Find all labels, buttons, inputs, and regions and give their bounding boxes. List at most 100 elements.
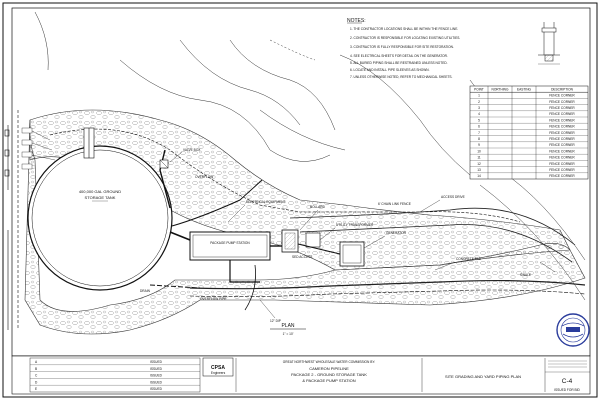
pump-station-label: PACKAGE PUMP STATION: [210, 241, 250, 245]
firm-logo-sub: Engineers: [211, 371, 226, 375]
tank-label-line1: 400,000 GAL GROUND: [79, 189, 121, 194]
commission-line: GREAT NORTHWEST WHOLESALE WATER COMMISSI…: [283, 360, 376, 364]
sheet-title: SITE GRADING AND YARD PIPING PLAN: [445, 374, 521, 379]
left-callout-stack: [21, 127, 56, 170]
engineer-seal: [556, 313, 590, 347]
coord-table-cell: FENCE CORNER: [549, 94, 575, 98]
revision-cell: ISSUED: [150, 387, 163, 391]
note-3: 3. CONTRACTOR IS FULLY RESPONSIBLE FOR S…: [350, 45, 454, 49]
coord-table-cell: FENCE CORNER: [549, 174, 575, 178]
plan-label: PLAN 1" = 10': [270, 323, 306, 336]
callout-generator: GENERATOR: [386, 231, 407, 235]
project-line-3: & PACKAGE PUMP STATION: [302, 378, 355, 383]
coord-table-cell: 11: [477, 156, 481, 160]
revision-cell: ISSUED: [150, 374, 163, 378]
outer-border: [2, 2, 598, 398]
coord-table-cell: 12: [477, 162, 481, 166]
note-6: 6. LOCATE AND INSTALL PIPE SLEEVES AS SH…: [350, 68, 430, 72]
coord-table-cell: FENCE CORNER: [549, 112, 575, 116]
note-2: 2. CONTRACTOR IS RESPONSIBLE FOR LOCATIN…: [350, 36, 460, 40]
coord-table-cell: FENCE CORNER: [549, 162, 575, 166]
coord-table-cell: FENCE CORNER: [549, 106, 575, 110]
revision-cell: A: [35, 360, 38, 364]
coord-table-cell: FENCE CORNER: [549, 131, 575, 135]
note-5: 5. ALL BURIED PIPING SHALL BE RESTRAINED…: [350, 61, 448, 65]
plan-title: PLAN: [281, 323, 294, 329]
package-pump-station: PACKAGE PUMP STATION: [189, 231, 271, 261]
ground-storage-tank: 400,000 GAL GROUND STORAGE TANK: [27, 145, 173, 291]
coord-table-cell: 3: [478, 106, 480, 110]
revision-cell: ISSUED: [150, 360, 163, 364]
callout-sed-access: SED ACCESS: [292, 255, 312, 259]
coord-table-cell: 10: [477, 149, 481, 153]
coord-table-cell: FENCE CORNER: [549, 156, 575, 160]
coord-table-cell: 13: [477, 168, 481, 172]
callout-utility-transformer: UTILITY TRANSFORMER: [336, 223, 374, 227]
coord-table-cell: 14: [477, 174, 481, 178]
coord-table-cell: FENCE CORNER: [549, 149, 575, 153]
coord-table-header: DESCRIPTION: [551, 87, 573, 91]
note-1: 1. THE CONTRACTOR LOCATIONS SHALL BE WIT…: [350, 27, 458, 31]
notes-block: NOTES: 1. THE CONTRACTOR LOCATIONS SHALL…: [347, 18, 460, 79]
coord-table-cell: 2: [478, 100, 480, 104]
callout-access-drive: ACCESS DRIVE: [441, 195, 465, 199]
callouts: [169, 151, 556, 319]
coord-table-cell: FENCE CORNER: [549, 100, 575, 104]
tank-label-line2: STORAGE TANK: [85, 195, 116, 200]
revision-cell: C: [35, 374, 38, 378]
callout-chain-link-fence: 6' CHAIN LINK FENCE: [378, 202, 411, 206]
issued-for-bid: ISSUED FOR BID: [554, 388, 580, 392]
left-edge-marks: [4, 110, 19, 330]
callout-valve-box: VALVE BOX: [183, 148, 201, 152]
yard-piping: [149, 149, 341, 311]
revision-cell: ISSUED: [150, 380, 163, 384]
coord-table-cell: FENCE CORNER: [549, 168, 575, 172]
coord-table-cell: 7: [478, 131, 480, 135]
revision-cell: ISSUED: [150, 367, 163, 371]
callout-drain: DRAIN: [140, 289, 151, 293]
access-drive-inner: [299, 224, 573, 263]
coord-table-header: NORTHING: [492, 87, 509, 91]
callout-overflow: OVERFLOW: [195, 175, 213, 179]
fence-detail: [538, 22, 560, 65]
coord-table-header: POINT: [474, 87, 484, 91]
callout-bollard: BOLLARD: [310, 205, 326, 209]
coord-table-cell: 1: [478, 94, 480, 98]
project-line-2: PACKAGE 2 - GROUND STORAGE TANK: [291, 372, 367, 377]
notes-title: NOTES:: [347, 18, 366, 24]
revision-cell: B: [35, 367, 37, 371]
note-4: 4. SEE ELECTRICAL SHEETS FOR DETAIL ON T…: [350, 54, 448, 58]
valve-box-symbol: [159, 159, 169, 169]
coord-table-cell: 4: [478, 112, 480, 116]
transformer-pad: [305, 232, 321, 248]
revision-cell: E: [35, 387, 37, 391]
access-drive-edge: [189, 279, 586, 290]
note-7: 7. UNLESS OTHERWISE NOTED, REFER TO MECH…: [350, 75, 453, 79]
callout-swale: SWALE: [520, 273, 531, 277]
tank-vent: [83, 127, 95, 159]
revision-cell: D: [35, 380, 38, 384]
plan-scale: 1" = 10': [283, 332, 294, 336]
coord-table-frame: [469, 85, 589, 180]
coord-table-cell: 8: [478, 137, 480, 141]
project-line-1: CAMERON PIPELINE: [309, 366, 349, 371]
coord-table-cell: FENCE CORNER: [549, 125, 575, 129]
callout-yard-pipe: 12" DIP: [270, 319, 281, 323]
access-drive-outer: [289, 207, 576, 246]
coord-table-cell: FENCE CORNER: [549, 143, 575, 147]
callout-overflow-pipe: OVERFLOW PIPE: [200, 297, 226, 301]
coord-table-header: EASTING: [517, 87, 532, 91]
coord-table-cell: 6: [478, 125, 480, 129]
coord-table-cell: FENCE CORNER: [549, 118, 575, 122]
firm-logo-text: CPSA: [211, 365, 225, 371]
generator-pad: [339, 241, 365, 267]
fence-line-bottom: [189, 289, 586, 297]
coord-table-cell: 5: [478, 118, 480, 122]
title-block: A ISSUED B ISSUED C ISSUED D ISSUED E ISSUED CPSA…: [11, 355, 591, 395]
coord-table-cell: FENCE CORNER: [549, 137, 575, 141]
coord-table-cell: 9: [478, 143, 480, 147]
site-fence: [49, 128, 521, 223]
